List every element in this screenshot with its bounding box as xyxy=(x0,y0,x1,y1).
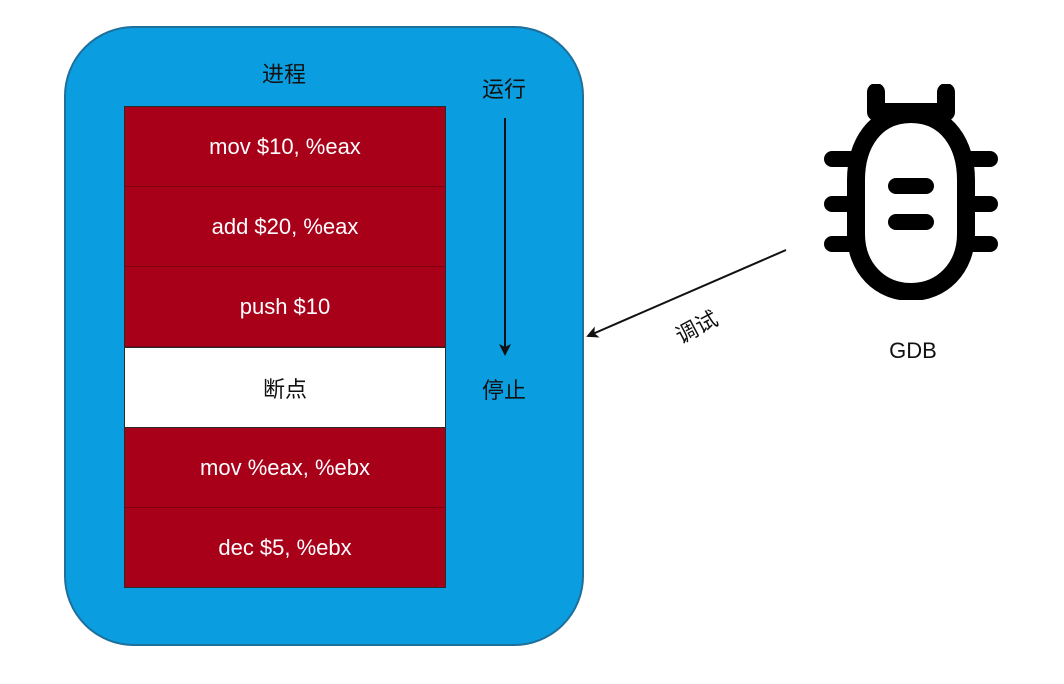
bug-icon xyxy=(820,83,1002,302)
instruction-mov-10-eax: mov $10, %eax xyxy=(125,107,445,187)
process-title: 进程 xyxy=(261,63,306,88)
breakpoint-instruction: 断点 xyxy=(125,347,445,428)
run-label: 运行 xyxy=(481,78,526,103)
debug-arrow xyxy=(586,249,787,338)
stop-label: 停止 xyxy=(481,379,526,404)
instruction-push-10: push $10 xyxy=(125,267,445,347)
instruction-stack: mov $10, %eax add $20, %eax push $10 断点 … xyxy=(124,106,446,588)
gdb-label: GDB xyxy=(889,338,937,363)
instruction-dec-5-ebx: dec $5, %ebx xyxy=(125,508,445,587)
instruction-mov-eax-ebx: mov %eax, %ebx xyxy=(125,428,445,508)
instruction-add-20-eax: add $20, %eax xyxy=(125,187,445,267)
